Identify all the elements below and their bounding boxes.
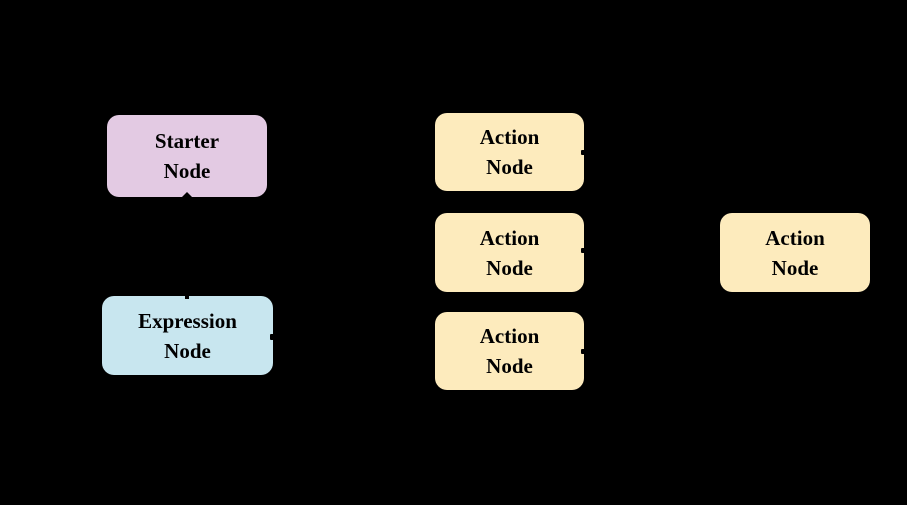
action-node-bottom: Action Node <box>435 312 584 390</box>
connector-dot-icon <box>581 248 586 253</box>
action-node-right-label-line1: Action <box>765 225 825 250</box>
starter-node: Starter Node <box>107 115 267 197</box>
connector-dot-icon <box>581 150 586 155</box>
action-node-right-label-line2: Node <box>771 255 819 280</box>
expression-node: Expression Node <box>102 296 273 375</box>
starter-node-label-line2: Node <box>163 159 211 183</box>
expression-node-label-line2: Node <box>164 338 211 363</box>
connector-arrowhead-icon <box>181 192 193 198</box>
action-node-top-label-line1: Action <box>479 125 540 149</box>
connector-stub-icon <box>185 296 189 299</box>
action-node-middle-label-line1: Action <box>479 225 540 250</box>
action-node-bottom-label-line1: Action <box>479 324 540 348</box>
action-node-right: Action Node <box>720 213 870 292</box>
expression-node-label-line1: Expression <box>138 308 237 333</box>
connector-dot-icon <box>270 334 275 340</box>
action-node-top-label-line2: Node <box>486 155 533 179</box>
action-node-middle: Action Node <box>435 213 584 292</box>
action-node-middle-label-line2: Node <box>486 255 533 280</box>
action-node-top: Action Node <box>435 113 584 191</box>
action-node-bottom-label-line2: Node <box>486 354 533 378</box>
starter-node-label-line1: Starter <box>154 129 220 153</box>
connector-dot-icon <box>581 349 586 354</box>
